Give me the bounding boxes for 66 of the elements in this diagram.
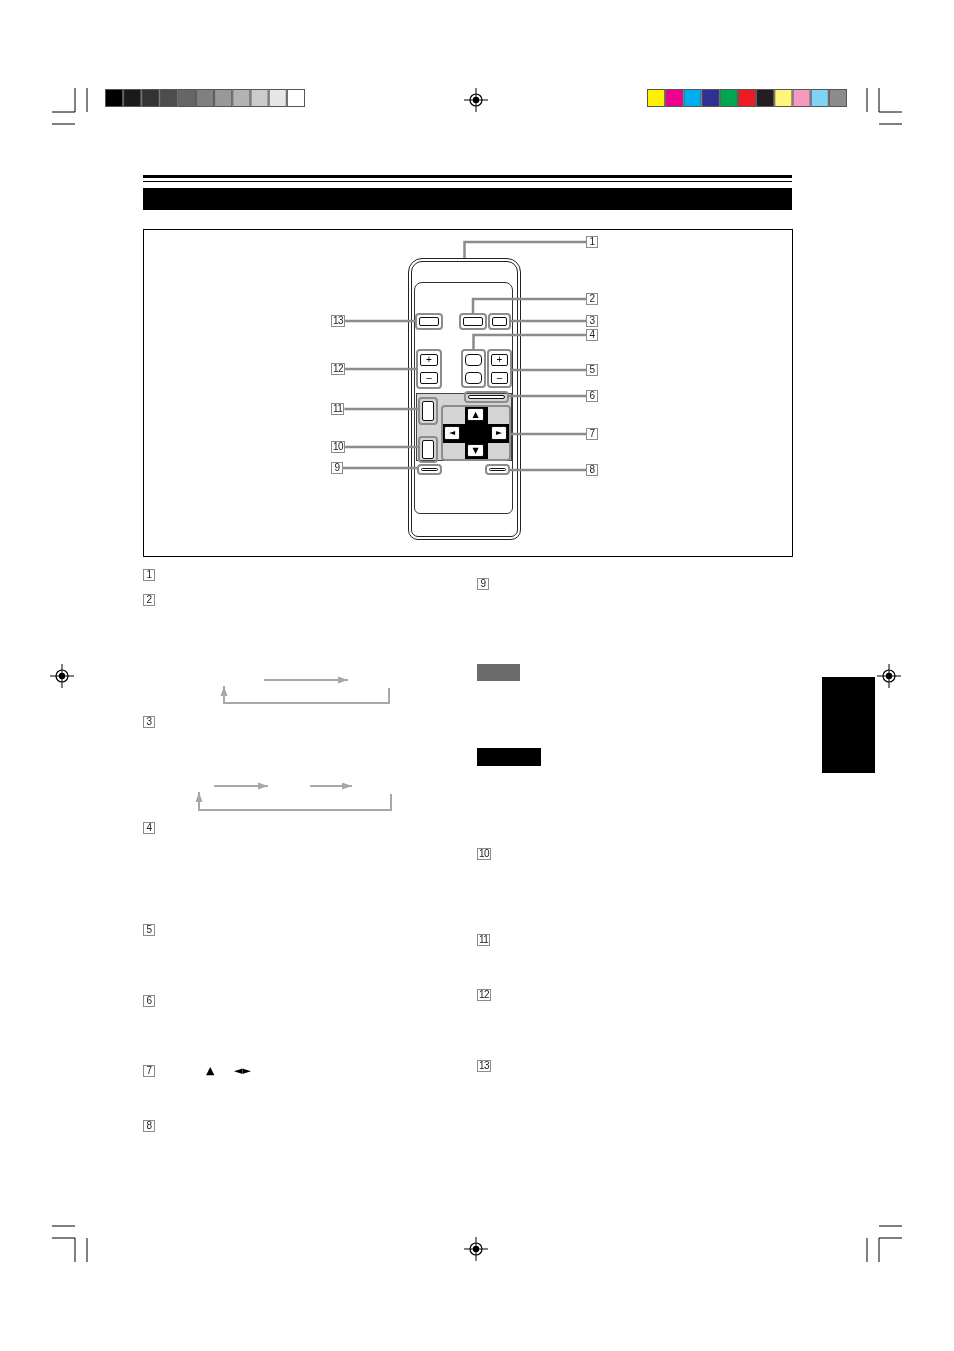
leader-line — [345, 319, 415, 323]
callout-number: 10 — [331, 441, 346, 453]
leader-line — [472, 333, 586, 349]
callout-number: 1 — [143, 569, 155, 581]
right-arrow-button: ► — [491, 426, 507, 440]
arrow-symbol: ▲ — [206, 1064, 215, 1077]
remote-button — [465, 372, 482, 384]
button-pair — [487, 349, 512, 388]
leader-line — [511, 319, 586, 323]
remote-button — [485, 464, 510, 475]
minus-button: – — [420, 372, 438, 384]
callout-number: 2 — [586, 293, 598, 305]
leader-line — [509, 394, 586, 398]
leader-line — [510, 468, 586, 472]
leader-line — [345, 445, 418, 449]
title-bar — [143, 188, 792, 210]
callout-number: 8 — [586, 464, 598, 476]
callout-number: 6 — [586, 390, 598, 402]
callout-number: 7 — [586, 428, 598, 440]
callout-number: 5 — [143, 924, 155, 936]
arrow-symbol: ◄► — [234, 1064, 251, 1077]
callout-number: 13 — [331, 315, 346, 327]
callout-number: 13 — [477, 1060, 492, 1072]
remote-button — [418, 397, 438, 425]
remote-control — [408, 258, 521, 540]
callout-number: 12 — [331, 363, 346, 375]
remote-button — [464, 391, 509, 403]
callout-number: 2 — [143, 594, 155, 606]
callout-number: 4 — [586, 329, 598, 341]
button-pair — [461, 349, 486, 388]
remote-button — [418, 436, 438, 463]
callout-number: 6 — [143, 995, 155, 1007]
callout-number: 12 — [477, 989, 492, 1001]
up-arrow-button: ▲ — [467, 408, 484, 421]
callout-number: 10 — [477, 848, 492, 860]
leader-line — [512, 368, 586, 372]
remote-button — [459, 313, 487, 330]
remote-button — [417, 464, 442, 475]
leader-line — [343, 466, 417, 470]
remote-button — [488, 313, 511, 330]
callout-number: 8 — [143, 1120, 155, 1132]
leader-line — [345, 367, 416, 371]
leader-line — [463, 240, 586, 258]
down-arrow-button: ▼ — [467, 444, 484, 457]
callout-number: 7 — [143, 1065, 155, 1077]
side-tab — [822, 677, 875, 773]
callout-number: 5 — [586, 364, 598, 376]
callout-number: 9 — [477, 578, 489, 590]
callout-number: 11 — [331, 403, 345, 415]
remote-button — [465, 354, 482, 366]
callout-number: 9 — [331, 462, 343, 474]
callout-number: 4 — [143, 822, 155, 834]
remote-button — [415, 313, 443, 330]
leader-line — [511, 432, 586, 436]
plus-button: + — [491, 354, 508, 366]
callout-number: 11 — [477, 934, 491, 946]
callout-number: 3 — [143, 716, 155, 728]
leader-line — [344, 407, 418, 411]
minus-button: – — [491, 372, 508, 384]
button-pair — [416, 349, 442, 389]
plus-button: + — [420, 354, 438, 366]
left-arrow-button: ◄ — [444, 426, 460, 440]
leader-line — [471, 297, 586, 313]
callout-number: 3 — [586, 315, 598, 327]
direction-pad — [441, 405, 511, 461]
callout-number: 1 — [586, 236, 598, 248]
